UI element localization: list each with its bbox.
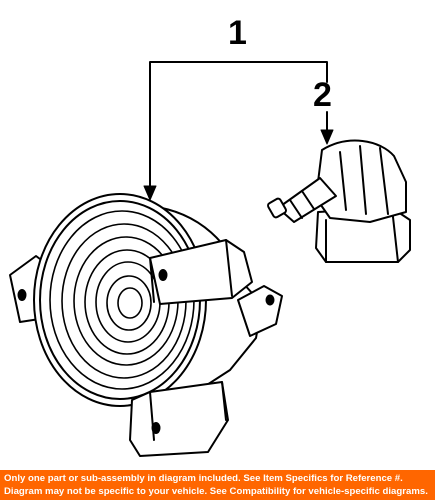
leader-lines: [143, 61, 334, 201]
fog-lamp-assembly: [9, 193, 283, 457]
parts-diagram: [9, 61, 411, 457]
fog-lamp-bulb: [267, 139, 411, 263]
callout-number-2: 2: [313, 76, 332, 114]
disclaimer-line-1: Only one part or sub-assembly in diagram…: [4, 473, 403, 484]
lens-rings: [49, 210, 195, 390]
disclaimer-line-2: Diagram may not be specific to your vehi…: [4, 486, 428, 497]
callout-number-1: 1: [228, 14, 247, 52]
disclaimer-banner: Only one part or sub-assembly in diagram…: [0, 470, 435, 500]
